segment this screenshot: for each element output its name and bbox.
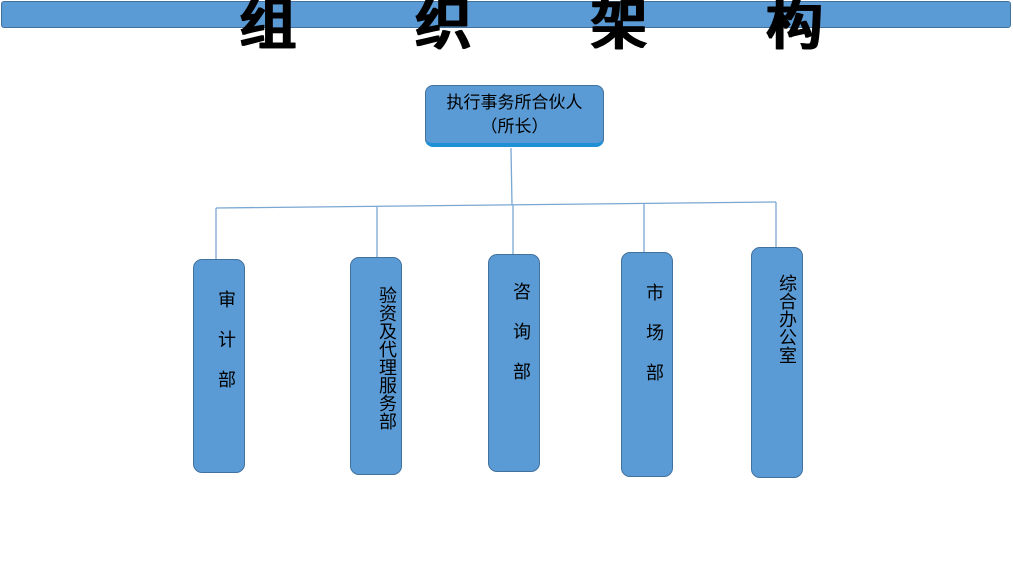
root-node-title: 执行事务所合伙人 — [446, 93, 583, 113]
root-connector — [510, 147, 513, 206]
root-node-subtitle: （所长） — [480, 117, 549, 137]
dept-node-consulting: 咨询部 — [488, 254, 540, 472]
page-title: 组 织 架 构 — [240, 0, 873, 58]
title-bar — [1, 1, 1011, 28]
dept-node-audit: 审计部 — [193, 259, 245, 473]
dept-node-capital-verification: 验资及代理服务部 — [350, 257, 402, 475]
horizontal-connector — [215, 201, 777, 209]
dept-node-general-office: 综合办公室 — [751, 247, 803, 478]
root-node: 执行事务所合伙人 （所长） — [425, 85, 604, 147]
dept-node-marketing: 市场部 — [621, 252, 673, 477]
